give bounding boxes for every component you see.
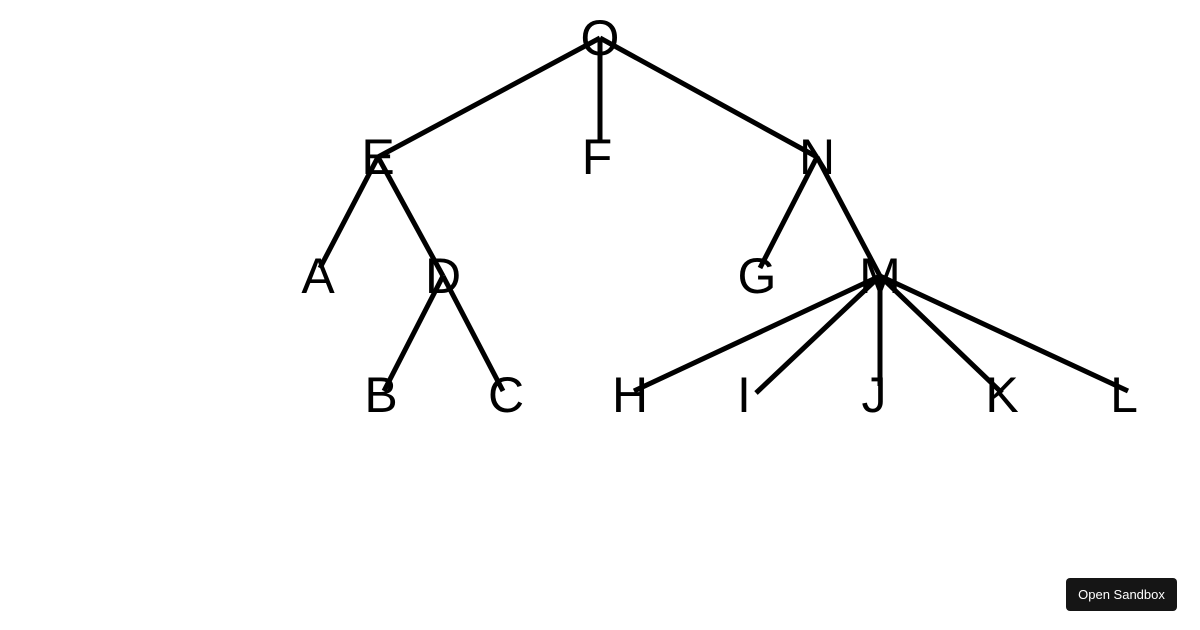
- edge-n-g: [757, 155, 820, 270]
- node-j: J: [862, 367, 887, 423]
- edge-d-c: [440, 274, 506, 393]
- node-a: A: [301, 248, 335, 304]
- node-f: F: [582, 129, 613, 185]
- node-d: D: [425, 248, 461, 304]
- edge-e-d: [375, 155, 446, 278]
- tree-node-labels: O E F N A D G M B C H I J K L: [301, 10, 1138, 423]
- node-o: O: [581, 10, 620, 66]
- node-h: H: [612, 367, 648, 423]
- node-e: E: [361, 129, 394, 185]
- node-n: N: [799, 129, 835, 185]
- edge-n-m: [814, 155, 883, 278]
- node-i: I: [737, 367, 751, 423]
- edge-m-k: [878, 274, 1004, 395]
- node-m: M: [859, 248, 901, 304]
- open-sandbox-button[interactable]: Open Sandbox: [1066, 578, 1177, 611]
- node-b: B: [364, 367, 397, 423]
- node-k: K: [985, 367, 1018, 423]
- edge-e-a: [317, 155, 381, 270]
- node-c: C: [488, 367, 524, 423]
- edge-o-e: [376, 35, 602, 160]
- node-l: L: [1110, 367, 1138, 423]
- edge-m-i: [754, 274, 882, 395]
- edge-o-n: [598, 35, 819, 160]
- edge-m-l: [878, 273, 1130, 394]
- edge-d-b: [381, 274, 446, 393]
- node-g: G: [738, 248, 777, 304]
- edge-m-h: [632, 273, 882, 394]
- tree-edges: [317, 35, 1130, 395]
